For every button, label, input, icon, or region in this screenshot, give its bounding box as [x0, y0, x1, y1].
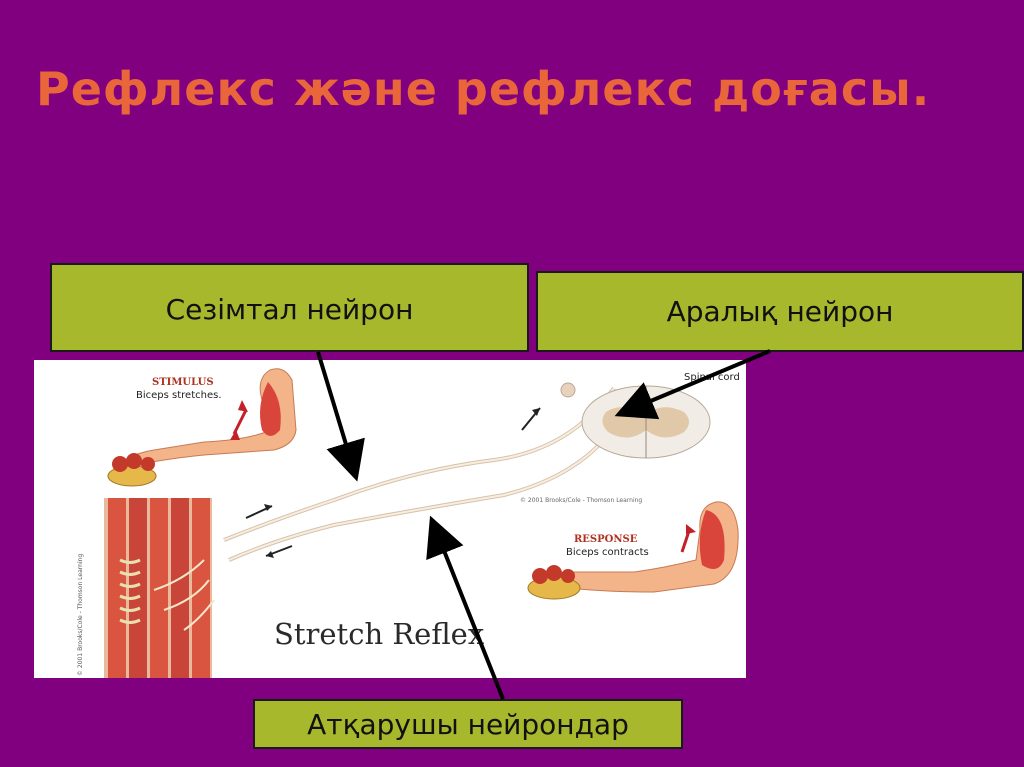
interneuron-text: Аралық нейрон	[666, 295, 894, 328]
slide-title: Рефлекс және рефлекс доғасы.	[36, 62, 931, 116]
illustration-svg: STIMULUS Biceps stretches. © 2001 Brooks…	[77, 368, 740, 678]
response-heading: RESPONSE	[574, 534, 638, 545]
copyright-left: © 2001 Brooks/Cole - Thomson Learning	[77, 554, 84, 676]
sensory-neuron-text: Сезімтал нейрон	[165, 293, 414, 326]
stimulus-text: Biceps stretches.	[136, 390, 222, 401]
sensory-neuron-label: Сезімтал нейрон	[50, 263, 529, 352]
motor-neurons-label: Атқарушы нейрондар	[253, 699, 683, 749]
figure-caption: Stretch Reflex	[274, 617, 484, 651]
response-arm: RESPONSE Biceps contracts	[527, 501, 739, 600]
response-text: Biceps contracts	[566, 547, 649, 558]
muscle-fibers: © 2001 Brooks/Cole - Thomson Learning	[77, 498, 215, 678]
stimulus-heading: STIMULUS	[152, 377, 214, 388]
motor-neurons-text: Атқарушы нейрондар	[307, 707, 629, 741]
stimulus-arm: STIMULUS Biceps stretches.	[107, 368, 297, 487]
spinal-cord: Spinal cord	[560, 372, 740, 459]
stretch-reflex-illustration: STIMULUS Biceps stretches. © 2001 Brooks…	[34, 360, 746, 678]
interneuron-label: Аралық нейрон	[536, 271, 1024, 352]
spinal-cord-label: Spinal cord	[684, 372, 740, 383]
copyright-mid: © 2001 Brooks/Cole - Thomson Learning	[520, 497, 642, 504]
